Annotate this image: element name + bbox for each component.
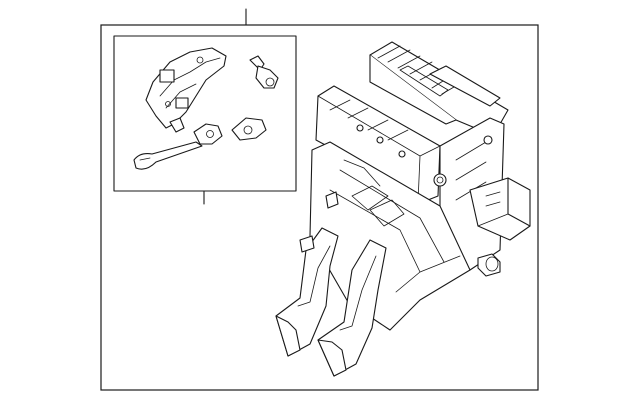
actuator-bracket (145, 47, 227, 133)
clip-bracket (231, 117, 267, 141)
assembly-frame (100, 24, 539, 391)
hvac-housing (275, 41, 531, 377)
linkage-rod (133, 123, 223, 170)
sensor-connector (249, 55, 279, 89)
